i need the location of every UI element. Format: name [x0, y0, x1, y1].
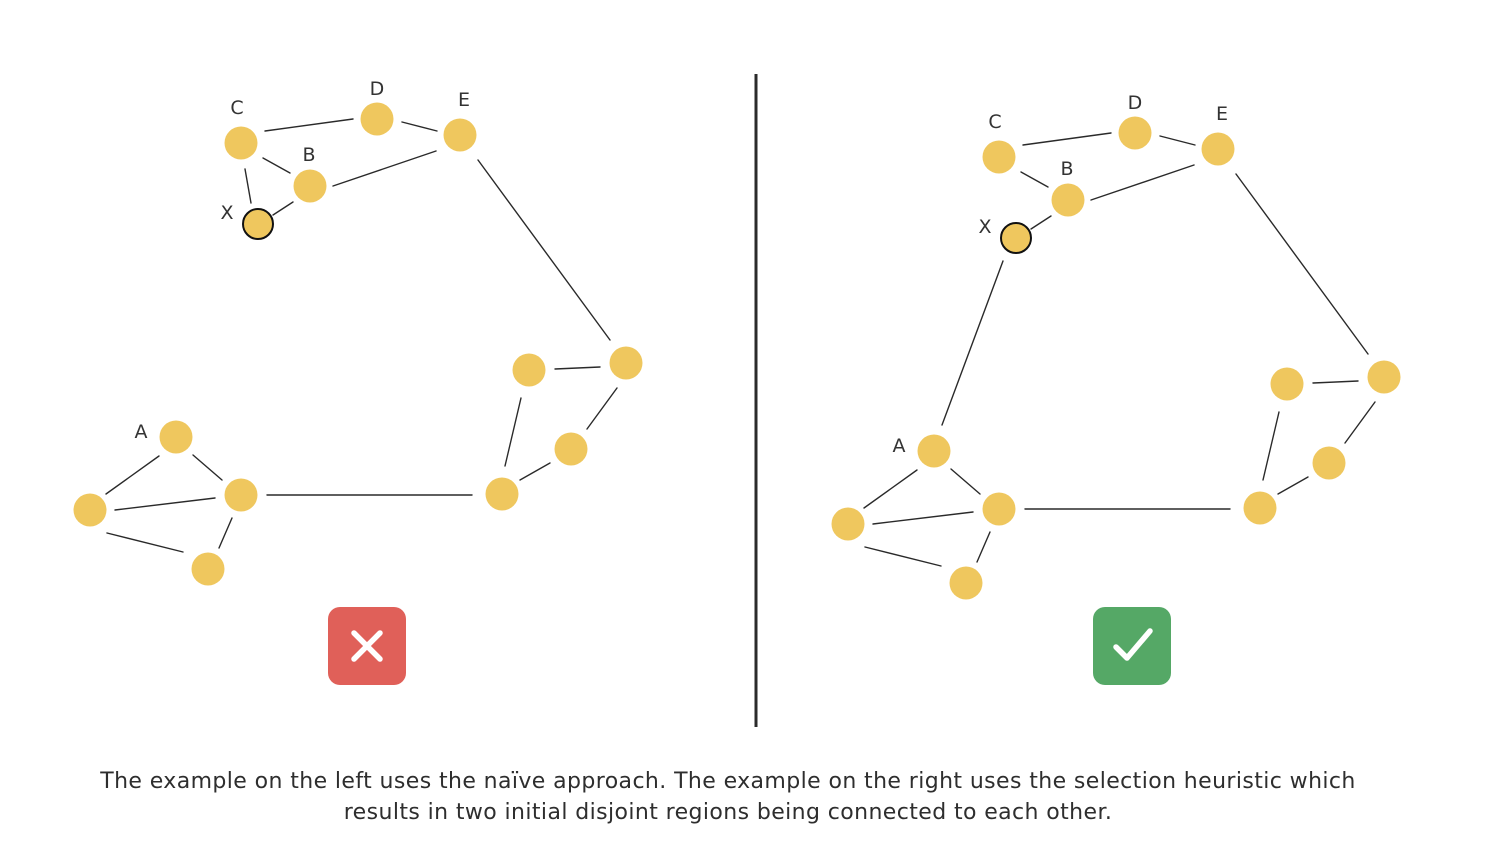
edge-r4-r3 — [504, 397, 522, 467]
right-panel: C D E B X A — [831, 92, 1401, 685]
figure-caption: The example on the left uses the naïve a… — [40, 766, 1416, 828]
node-a — [917, 434, 951, 468]
edge-c-d — [1022, 132, 1112, 146]
edge-r1-r2 — [1344, 401, 1376, 444]
edge-l1-l3 — [864, 546, 942, 567]
edge-a-l2 — [950, 468, 981, 495]
node-b — [1051, 183, 1085, 217]
right-nodes — [831, 116, 1401, 600]
node-b — [293, 169, 327, 203]
label-b: B — [302, 144, 315, 166]
label-d: D — [370, 78, 385, 100]
edge-x-b — [1030, 215, 1052, 230]
right-labels: C D E B X A — [893, 92, 1229, 457]
left-panel: C D E B X A — [73, 78, 643, 685]
edge-x-b — [272, 201, 294, 216]
node-r3 — [485, 477, 519, 511]
node-r2 — [554, 432, 588, 466]
caption-line-2: results in two initial disjoint regions … — [343, 800, 1113, 825]
incorrect-badge — [328, 607, 406, 685]
edge-r4-r1 — [554, 366, 601, 370]
check-icon — [1113, 628, 1153, 661]
label-e: E — [1216, 103, 1228, 125]
edge-d-e — [401, 121, 438, 132]
edge-r2-r3 — [519, 462, 551, 481]
node-l1 — [73, 493, 107, 527]
edge-l1-l2 — [114, 497, 216, 511]
node-l1 — [831, 507, 865, 541]
edge-c-b — [262, 157, 291, 174]
node-r3 — [1243, 491, 1277, 525]
node-l3 — [191, 552, 225, 586]
node-r1 — [1367, 360, 1401, 394]
correct-badge — [1093, 607, 1171, 685]
node-r4 — [512, 353, 546, 387]
label-d: D — [1128, 92, 1143, 114]
edge-b-e — [1090, 164, 1195, 201]
left-edges — [105, 118, 618, 553]
node-d — [360, 102, 394, 136]
node-c — [982, 140, 1016, 174]
label-a: A — [135, 421, 148, 443]
caption-line-1: The example on the left uses the naïve a… — [100, 769, 1356, 794]
edge-r4-r1 — [1312, 380, 1359, 384]
edge-r2-r3 — [1277, 476, 1309, 495]
node-x — [1000, 222, 1032, 254]
edge-l1-l2 — [872, 511, 974, 525]
node-a — [159, 420, 193, 454]
node-l2 — [982, 492, 1016, 526]
edge-a-l2 — [192, 454, 223, 481]
edge-c-x — [244, 168, 252, 204]
edge-a-l1 — [863, 469, 918, 509]
node-r4 — [1270, 367, 1304, 401]
node-l2 — [224, 478, 258, 512]
node-d — [1118, 116, 1152, 150]
label-x: X — [220, 202, 233, 224]
edge-e-r1 — [477, 159, 611, 341]
edge-c-b — [1020, 171, 1049, 188]
label-c: C — [988, 111, 1001, 133]
edge-r4-r3 — [1262, 411, 1280, 481]
node-e — [443, 118, 477, 152]
edge-x-a — [941, 260, 1004, 426]
graph-comparison-figure: C D E B X A — [73, 74, 1401, 727]
edge-d-e — [1159, 135, 1196, 146]
right-edges — [863, 132, 1376, 567]
edge-l1-l3 — [106, 532, 184, 553]
edge-l2-l3 — [218, 517, 233, 549]
node-e — [1201, 132, 1235, 166]
node-r2 — [1312, 446, 1346, 480]
node-r1 — [609, 346, 643, 380]
left-nodes — [73, 102, 643, 586]
node-c — [224, 126, 258, 160]
label-b: B — [1060, 158, 1073, 180]
edge-l2-l3 — [976, 531, 991, 563]
edge-a-l1 — [105, 455, 160, 495]
cross-icon — [351, 630, 383, 662]
label-x: X — [978, 216, 991, 238]
node-l3 — [949, 566, 983, 600]
label-a: A — [893, 435, 906, 457]
edge-c-d — [264, 118, 354, 132]
node-x — [242, 208, 274, 240]
label-c: C — [230, 97, 243, 119]
edge-r1-r2 — [586, 387, 618, 430]
label-e: E — [458, 89, 470, 111]
edge-b-e — [332, 150, 437, 187]
correct-badge-background — [1093, 607, 1171, 685]
left-labels: C D E B X A — [135, 78, 471, 443]
edge-e-r1 — [1235, 173, 1369, 355]
